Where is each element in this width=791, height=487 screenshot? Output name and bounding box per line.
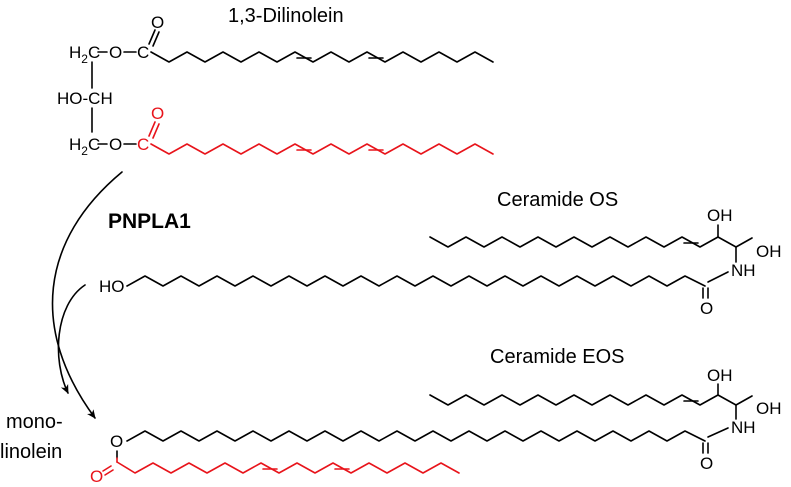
atom-o-ester-eos: O <box>110 432 123 451</box>
monolinolein-label: mono- linolein <box>0 411 63 463</box>
atom-oh-eos-2: OH <box>756 399 782 418</box>
enzyme-label: PNPLA1 <box>108 210 191 233</box>
fatty-acid-chain-eos <box>126 430 706 442</box>
ceramide-eos-title: Ceramide EOS <box>490 346 625 368</box>
atom-o-carbonyl-bottom: O <box>151 104 164 123</box>
reaction-arrows: PNPLA1 <box>51 171 191 419</box>
dilinolein-molecule: 1,3-Dilinolein H2C O C O HO-CH H2C O C O <box>57 5 494 158</box>
atom-c-top: C <box>137 43 149 62</box>
linoleate-chain-eos <box>116 461 460 474</box>
atom-h2c-top: H2C <box>69 43 100 66</box>
atom-o-bottom: O <box>109 135 122 154</box>
dilinolein-title: 1,3-Dilinolein <box>228 5 344 27</box>
atom-h2c-bottom: H2C <box>69 135 100 158</box>
linoleoyl-chain-bottom <box>150 143 494 155</box>
product-label-line1: mono- <box>6 411 63 433</box>
atom-ho-ch: HO-CH <box>57 89 113 108</box>
atom-c-bottom: C <box>137 135 149 154</box>
sphingoid-chain-eos <box>429 394 737 406</box>
ceramide-os-title: Ceramide OS <box>497 189 618 211</box>
atom-o-carbonyl-top: O <box>151 13 164 32</box>
atom-oh-os-1: OH <box>707 206 733 225</box>
product-label-line2: linolein <box>0 441 62 463</box>
atom-oh-eos-1: OH <box>707 366 733 385</box>
ceramide-os-molecule: Ceramide OS OH OH NH HO O <box>99 189 782 318</box>
fatty-acid-chain-os <box>126 275 706 287</box>
ceramide-eos-molecule: Ceramide EOS OH OH NH O O O <box>90 346 782 486</box>
atom-o-os: O <box>700 299 713 318</box>
branch-arrow <box>57 284 86 394</box>
atom-o-carbonyl-eos: O <box>90 467 103 486</box>
atom-nh-eos: NH <box>731 418 756 437</box>
atom-o-top: O <box>109 43 122 62</box>
main-reaction-arrow <box>51 171 123 419</box>
sphingoid-chain-os <box>429 236 737 248</box>
atom-o-eos: O <box>700 454 713 473</box>
atom-ho-os: HO <box>99 277 125 296</box>
atom-nh-os: NH <box>731 261 756 280</box>
linoleoyl-chain-top <box>150 51 494 63</box>
atom-oh-os-2: OH <box>756 242 782 261</box>
